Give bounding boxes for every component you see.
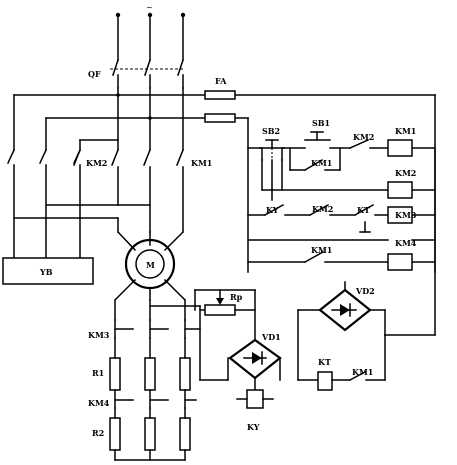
brake-unit-yb (2, 257, 94, 285)
control-supply-rails (13, 93, 436, 336)
brake-contacts (7, 149, 81, 259)
km3-label: KM3 (88, 330, 110, 340)
kt-coil-label: KT (318, 357, 331, 367)
km4-label: KM4 (88, 398, 110, 408)
ky-coil-label: KY (247, 422, 260, 432)
resistor-r1-c (179, 357, 191, 391)
km2-power-label: KM2 (86, 158, 107, 168)
kt-circuit (297, 334, 386, 391)
km1-hold-contact (289, 147, 341, 172)
km1-hold-label: KM1 (311, 158, 332, 168)
r1-label: R1 (92, 368, 104, 378)
bridge-rectifier-vd2 (297, 281, 436, 381)
fuse-fa-2 (204, 113, 236, 123)
kt-contact-label: KT (357, 205, 370, 215)
rung-3 (247, 203, 436, 233)
ac-supply-symbol: ~ (146, 3, 153, 12)
km1-coil (387, 139, 413, 157)
km2-interlock-label: KM2 (353, 132, 374, 142)
fuse-fa-1 (204, 90, 236, 100)
km2-coil-label: KM2 (395, 168, 416, 178)
km4-contacts (114, 389, 197, 409)
rung-2 (261, 148, 436, 201)
ky-coil (246, 389, 264, 409)
km2-seal-label: KM2 (312, 204, 333, 214)
km2-power-contacts (13, 139, 151, 219)
rp-label: Rp (230, 292, 243, 302)
brake-unit-label: YB (39, 267, 53, 277)
control-rungs (247, 131, 436, 273)
km1-power-label: KM1 (191, 158, 212, 168)
km1-power-contacts (117, 149, 184, 233)
resistor-r1-a (109, 357, 121, 391)
sb2-label: SB2 (262, 126, 280, 136)
sb1-label: SB1 (312, 118, 330, 128)
rung-4 (247, 239, 436, 264)
km3-contacts (114, 319, 201, 339)
breaker-label: QF (88, 69, 101, 79)
fuse-label: FA (215, 76, 227, 86)
km1-rung4-label: KM1 (311, 245, 332, 255)
km1-brake-contact-label: KM1 (352, 367, 373, 377)
three-phase-supply (115, 12, 186, 61)
km3-coil-label: KM3 (395, 210, 417, 220)
ky-contact-label: KY (266, 205, 279, 215)
resistor-r2-c (179, 417, 191, 451)
rp-potentiometer (194, 289, 256, 341)
km4-coil (387, 253, 413, 271)
motor (113, 230, 187, 302)
km2-coil (387, 181, 413, 199)
resistor-r1-b (144, 357, 156, 391)
power-wiring (13, 87, 184, 151)
resistor-r2-a (109, 417, 121, 451)
rotor-wiring (114, 299, 229, 381)
circuit-breaker-qf (110, 59, 185, 89)
km1-coil-label: KM1 (395, 126, 416, 136)
km3-coil (387, 206, 413, 224)
vd1-label: VD1 (261, 332, 281, 342)
bridge-rectifier-vd1 (227, 338, 282, 391)
km4-coil-label: KM4 (395, 238, 417, 248)
motor-label: M (146, 260, 155, 270)
vd2-label: VD2 (355, 286, 375, 296)
resistor-r2-b (144, 417, 156, 451)
r2-label: R2 (92, 428, 104, 438)
